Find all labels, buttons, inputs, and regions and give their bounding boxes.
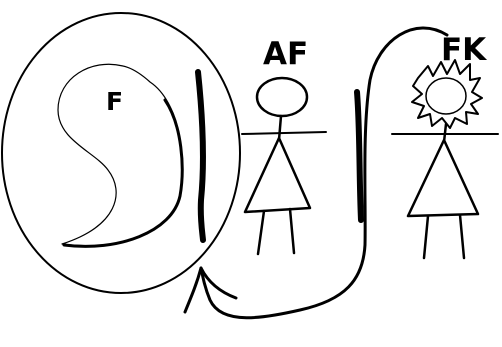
enclosure-group: F: [2, 13, 240, 293]
figure-fk-body: [408, 140, 478, 216]
figure-fk-leg-right: [460, 215, 464, 258]
figure-af-leg-left: [258, 211, 264, 254]
figure-af-neck: [279, 116, 281, 140]
figure-fk-head: [426, 78, 466, 114]
barrier-line-middle: [357, 92, 361, 220]
figure-af-arms: [242, 132, 326, 134]
shape-letter-label: F: [106, 87, 123, 116]
barrier-line-left: [198, 72, 203, 240]
figure-af-body: [245, 138, 310, 212]
comma-shape-heavy-edge: [64, 100, 182, 246]
figure-fk-leg-left: [424, 216, 428, 258]
figure-af-label: AF: [263, 36, 308, 72]
figure-fk: FK: [392, 32, 498, 258]
figure-fk-spiky-hair: [412, 60, 482, 128]
figure-af-leg-right: [290, 209, 294, 253]
feedback-arrow-head: [185, 268, 236, 312]
figure-af-head: [257, 78, 307, 116]
figure-af: AF: [242, 36, 326, 254]
figure-fk-label: FK: [441, 32, 487, 68]
